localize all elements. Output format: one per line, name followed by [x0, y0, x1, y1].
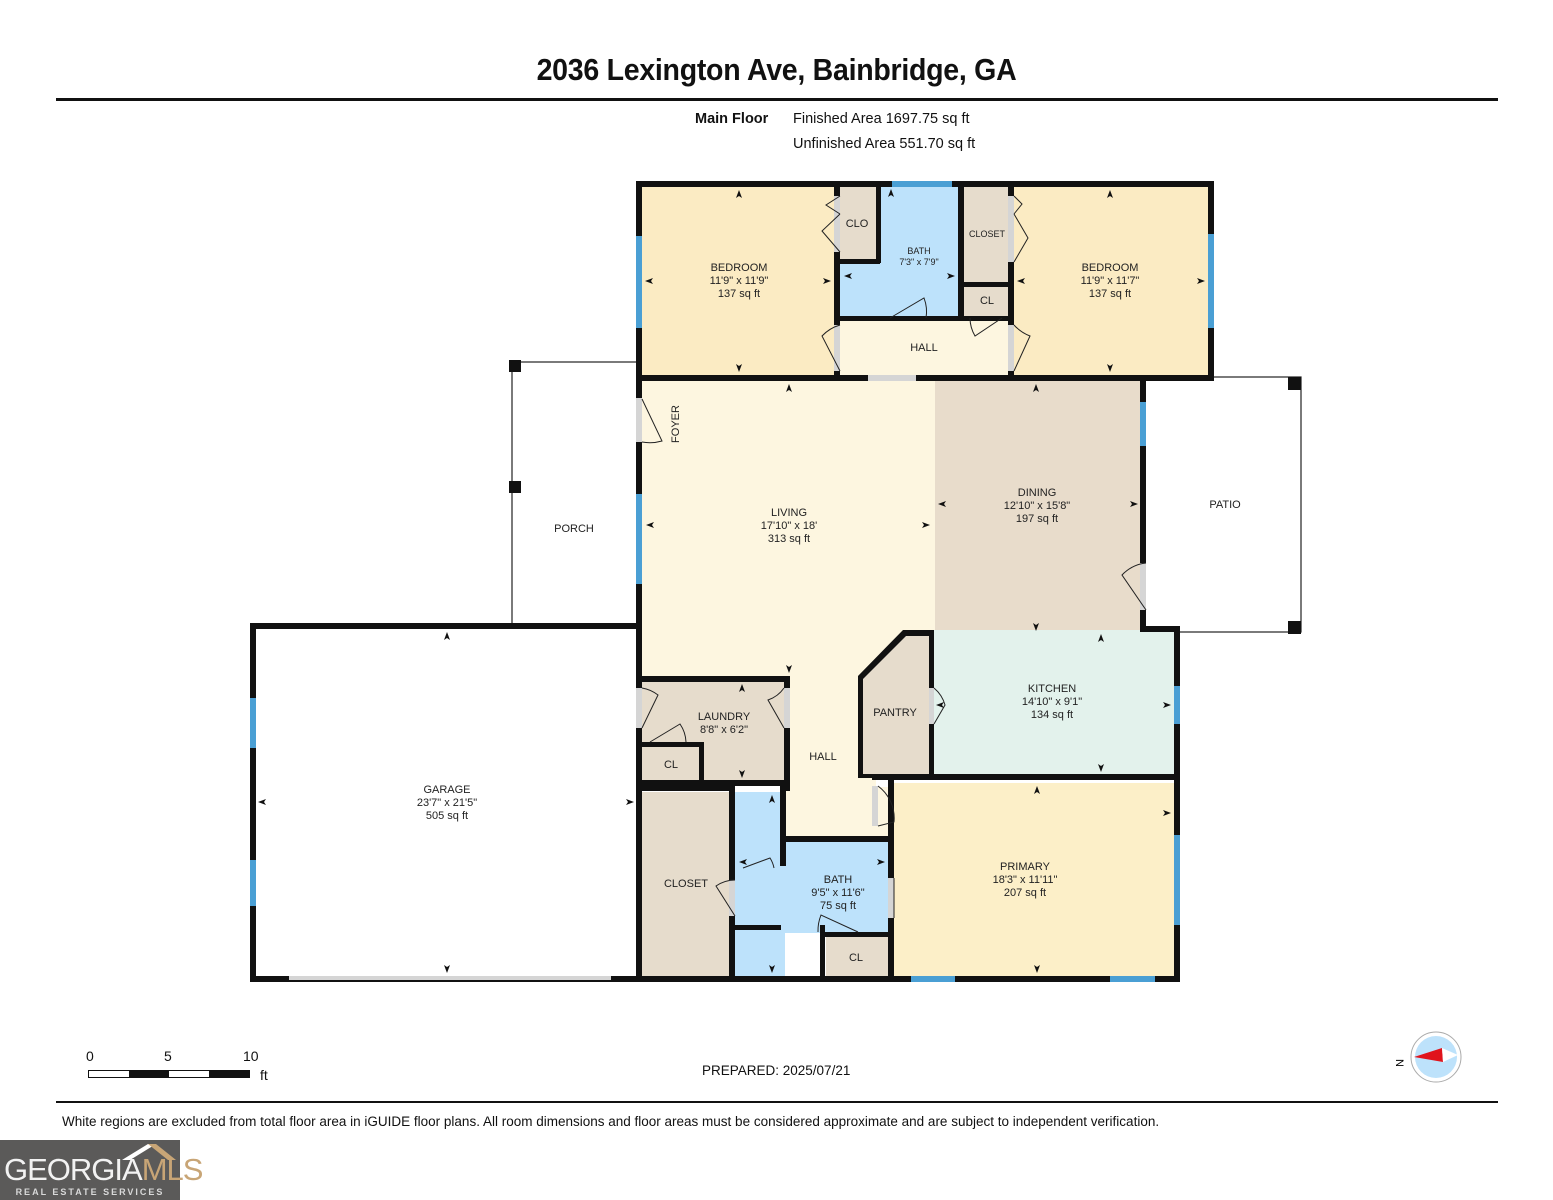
bedroom-left-dims: 11'9" x 11'9" [710, 275, 769, 287]
windows [250, 181, 1214, 982]
dimension-markers [258, 189, 1205, 973]
room-cl-bath [826, 937, 890, 977]
header-divider [56, 98, 1498, 101]
scale-unit: ft [260, 1067, 268, 1083]
room-pantry [862, 633, 930, 774]
patio-area [1144, 376, 1302, 634]
room-bedroom-right [1011, 186, 1210, 377]
scale-bar-graphic [88, 1070, 250, 1078]
living-area: 313 sq ft [768, 533, 810, 545]
door-swings [641, 195, 1147, 933]
bath-upper-dims: 7'3" x 7'9" [899, 257, 938, 267]
room-closet-lower [641, 792, 731, 977]
porch-area [509, 360, 639, 627]
garage-name: GARAGE [423, 784, 470, 796]
cl-laundry-name: CL [664, 759, 678, 771]
foyer-name: FOYER [670, 405, 682, 443]
laundry-name: LAUNDRY [698, 711, 751, 723]
bath-lower-dims: 9'5" x 11'6" [811, 887, 864, 899]
bath-lower-name: BATH [824, 874, 853, 886]
room-garage [254, 628, 636, 977]
unfinished-area: Unfinished Area 551.70 sq ft [793, 136, 976, 152]
scale-tick-0: 0 [86, 1048, 94, 1064]
bedroom-right-dims: 11'9" x 11'7" [1081, 275, 1140, 287]
room-dining [935, 380, 1143, 630]
dining-dims: 12'10" x 15'8" [1004, 500, 1071, 512]
bedroom-right-area: 137 sq ft [1089, 288, 1131, 300]
pantry-name: PANTRY [873, 707, 917, 719]
primary-area: 207 sq ft [1004, 887, 1046, 899]
laundry-dims: 8'8" x 6'2" [700, 724, 748, 736]
primary-name: PRIMARY [1000, 861, 1051, 873]
logo-main-text: GEORGIA [4, 1152, 143, 1187]
room-kitchen [932, 630, 1176, 776]
room-primary [893, 783, 1176, 977]
patio-name: PATIO [1209, 499, 1241, 511]
logo-subtitle: REAL ESTATE SERVICES [15, 1187, 165, 1197]
bedroom-left-area: 137 sq ft [718, 288, 760, 300]
room-closet-upper [963, 186, 1009, 283]
cl-upper-name: CL [980, 295, 994, 307]
georgia-mls-logo: GEORGIAMLS REAL ESTATE SERVICES [0, 1140, 203, 1200]
garage-dims: 23'7" x 21'5" [417, 797, 477, 809]
cl-bath-name: CL [849, 952, 863, 964]
room-living [641, 380, 935, 677]
scale-tick-5: 5 [164, 1048, 172, 1064]
bedroom-left-name: BEDROOM [711, 262, 768, 274]
hall-upper-name: HALL [910, 342, 938, 354]
dining-name: DINING [1018, 487, 1057, 499]
kitchen-dims: 14'10" x 9'1" [1022, 696, 1082, 708]
logo-accent-text: MLS [141, 1152, 204, 1187]
hall-lower-name: HALL [809, 751, 837, 763]
living-name: LIVING [771, 507, 807, 519]
dining-area: 197 sq ft [1016, 513, 1058, 525]
compass-north-label: N [1393, 1059, 1405, 1067]
floor-label: Main Floor [695, 111, 769, 127]
disclaimer: White regions are excluded from total fl… [62, 1114, 1160, 1129]
compass-icon: N [1393, 1031, 1462, 1083]
bath-upper-name: BATH [907, 246, 930, 256]
room-cl-laundry [644, 746, 700, 781]
kitchen-name: KITCHEN [1028, 683, 1076, 695]
room-bedroom-left [641, 186, 837, 377]
room-hall-upper [839, 320, 1009, 377]
kitchen-area: 134 sq ft [1031, 709, 1073, 721]
page-title: 2036 Lexington Ave, Bainbridge, GA [536, 52, 1017, 87]
porch-name: PORCH [554, 523, 594, 535]
closet-lower-name: CLOSET [664, 878, 708, 890]
prepared-date: PREPARED: 2025/07/21 [702, 1063, 851, 1078]
footer-divider [56, 1101, 1498, 1103]
living-dims: 17'10" x 18' [761, 520, 817, 532]
roof-icon [122, 1144, 176, 1160]
bath-lower-area: 75 sq ft [820, 900, 856, 912]
door-openings [289, 196, 1146, 980]
scale-tick-10: 10 [243, 1048, 259, 1064]
bedroom-right-name: BEDROOM [1082, 262, 1139, 274]
primary-dims: 18'3" x 11'11" [993, 874, 1058, 886]
closet-upper-name: CLOSET [969, 229, 1006, 239]
finished-area: Finished Area 1697.75 sq ft [793, 111, 970, 127]
garage-area: 505 sq ft [426, 810, 468, 822]
room-cl-upper [963, 285, 1009, 318]
clo-name: CLO [846, 218, 869, 230]
